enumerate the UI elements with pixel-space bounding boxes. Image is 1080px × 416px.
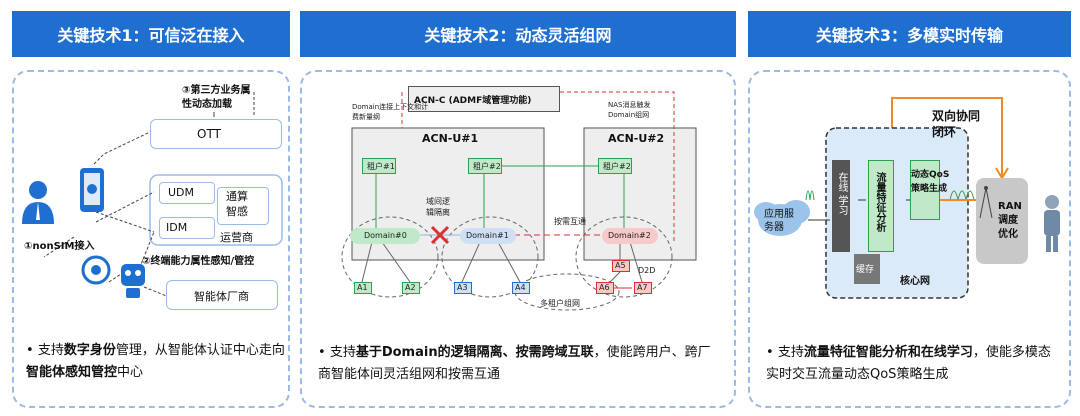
agent-a5-label: A5 <box>615 261 626 270</box>
qos-box <box>910 160 940 220</box>
domain2 <box>602 228 658 244</box>
tenant2a-label: 租户#2 <box>473 162 501 171</box>
panel-tech1: ③第三方业务属 性动态加载 OTT UDM IDM 通算 智感 运营商 ①non… <box>12 70 290 408</box>
person-icon <box>22 181 54 224</box>
closed-loop-label: 双向协同 闭环 <box>932 109 981 139</box>
agent-a1 <box>354 282 372 294</box>
online-learning-label: 在线 学习 <box>836 172 847 216</box>
tenant1-label: 租户#1 <box>367 162 395 171</box>
cache-label: 缓存 <box>856 265 875 275</box>
agent-a3-label: A3 <box>457 283 468 292</box>
agent-a7-label: A7 <box>637 283 648 292</box>
qos-label: 动态QoS 策略生成 <box>911 170 950 194</box>
agent-a4 <box>512 282 530 294</box>
acnc-label: ACN-C (ADMF域管理功能) <box>414 96 532 106</box>
agent-a6 <box>596 282 614 294</box>
tenant2a <box>468 158 502 174</box>
agent-a5 <box>612 260 630 272</box>
flow-analysis-label: 流量特征分析 <box>874 172 885 232</box>
cloud-icon <box>754 200 810 236</box>
ran-label: RAN 调度 优化 <box>998 201 1022 240</box>
nonsim-label: ①nonSIM接入 <box>24 241 95 252</box>
flow-analysis-box <box>868 160 894 252</box>
agent-a3 <box>454 282 472 294</box>
compute-label: 通算 智感 <box>226 190 248 218</box>
multi-tenant-label: 多租户组网 <box>540 299 580 308</box>
panel2-footer: • 支持基于Domain的逻辑隔离、按需跨域互联，使能跨用户、跨厂商智能体间灵活… <box>318 345 711 382</box>
vendor-box <box>166 280 278 310</box>
phone-icon <box>80 168 104 212</box>
d2d-label: D2D <box>638 266 656 275</box>
agent-a2-label: A2 <box>405 283 416 292</box>
antenna-icon <box>979 186 993 219</box>
online-learning-box <box>832 160 850 252</box>
header-tech2: 关键技术2：动态灵活组网 <box>300 11 736 57</box>
domain1 <box>460 228 516 244</box>
third-party-label: ③第三方业务属 性动态加载 <box>182 85 251 110</box>
panel1-footer: • 支持数字身份管理，从智能体认证中心走向智能体感知管控中心 <box>26 343 285 380</box>
cache-box <box>854 254 880 284</box>
agent-a4-label: A4 <box>515 283 526 292</box>
idm-label: IDM <box>166 221 188 234</box>
domain0 <box>350 228 420 244</box>
acnu1-label: ACN-U#1 <box>422 132 479 145</box>
panel-tech3: 双向协同 闭环 应用服 务器 在线 学习 流量特征分析 动态QoS 策略生成 缓… <box>748 70 1071 408</box>
tenant1 <box>362 158 396 174</box>
humanoid-robot-icon <box>1044 195 1060 252</box>
ondemand-label: 按需互通 <box>554 217 586 226</box>
idm-box <box>159 217 215 239</box>
header-tech3: 关键技术3：多模实时传输 <box>748 11 1071 57</box>
agent-a1-label: A1 <box>357 283 368 292</box>
core-net-label: 核心网 <box>900 276 930 287</box>
terminal-label: ②终端能力属性感知/管控 <box>142 256 255 267</box>
vendor-label: 智能体厂商 <box>194 290 249 303</box>
acnu2-label: ACN-U#2 <box>608 132 665 145</box>
agent-a6-label: A6 <box>599 283 610 292</box>
ott-label: OTT <box>197 127 221 141</box>
agent-a2 <box>402 282 420 294</box>
robot-icon <box>121 264 145 298</box>
agent-a7 <box>634 282 652 294</box>
udm-box <box>159 182 215 204</box>
compute-box <box>217 187 269 225</box>
panel-tech2: ACN-C (ADMF域管理功能) Domain连接上下文和计 费新量纲 NAS… <box>300 70 736 408</box>
app-server-label: 应用服 务器 <box>764 209 794 233</box>
acnc-box <box>408 86 560 112</box>
tenant2b-label: 租户#2 <box>603 162 631 171</box>
domain-note: Domain连接上下文和计 费新量纲 <box>352 103 429 121</box>
domain2-label: Domain#2 <box>608 231 651 240</box>
brain-icon <box>81 255 111 285</box>
isolation-label: 域间逻 辑隔离 <box>426 197 450 217</box>
ott-box <box>150 119 282 149</box>
operator-label: 运营商 <box>220 231 253 244</box>
tenant2b <box>598 158 632 174</box>
domain1-label: Domain#1 <box>466 231 509 240</box>
header-tech1: 关键技术1：可信泛在接入 <box>12 11 290 57</box>
panel3-footer: • 支持流量特征智能分析和在线学习，使能多模态实时交互流量动态QoS策略生成 <box>766 345 1051 382</box>
nas-note: NAS消息触发 Domain组网 <box>608 101 651 119</box>
udm-label: UDM <box>168 186 195 199</box>
domain0-label: Domain#0 <box>364 231 407 240</box>
